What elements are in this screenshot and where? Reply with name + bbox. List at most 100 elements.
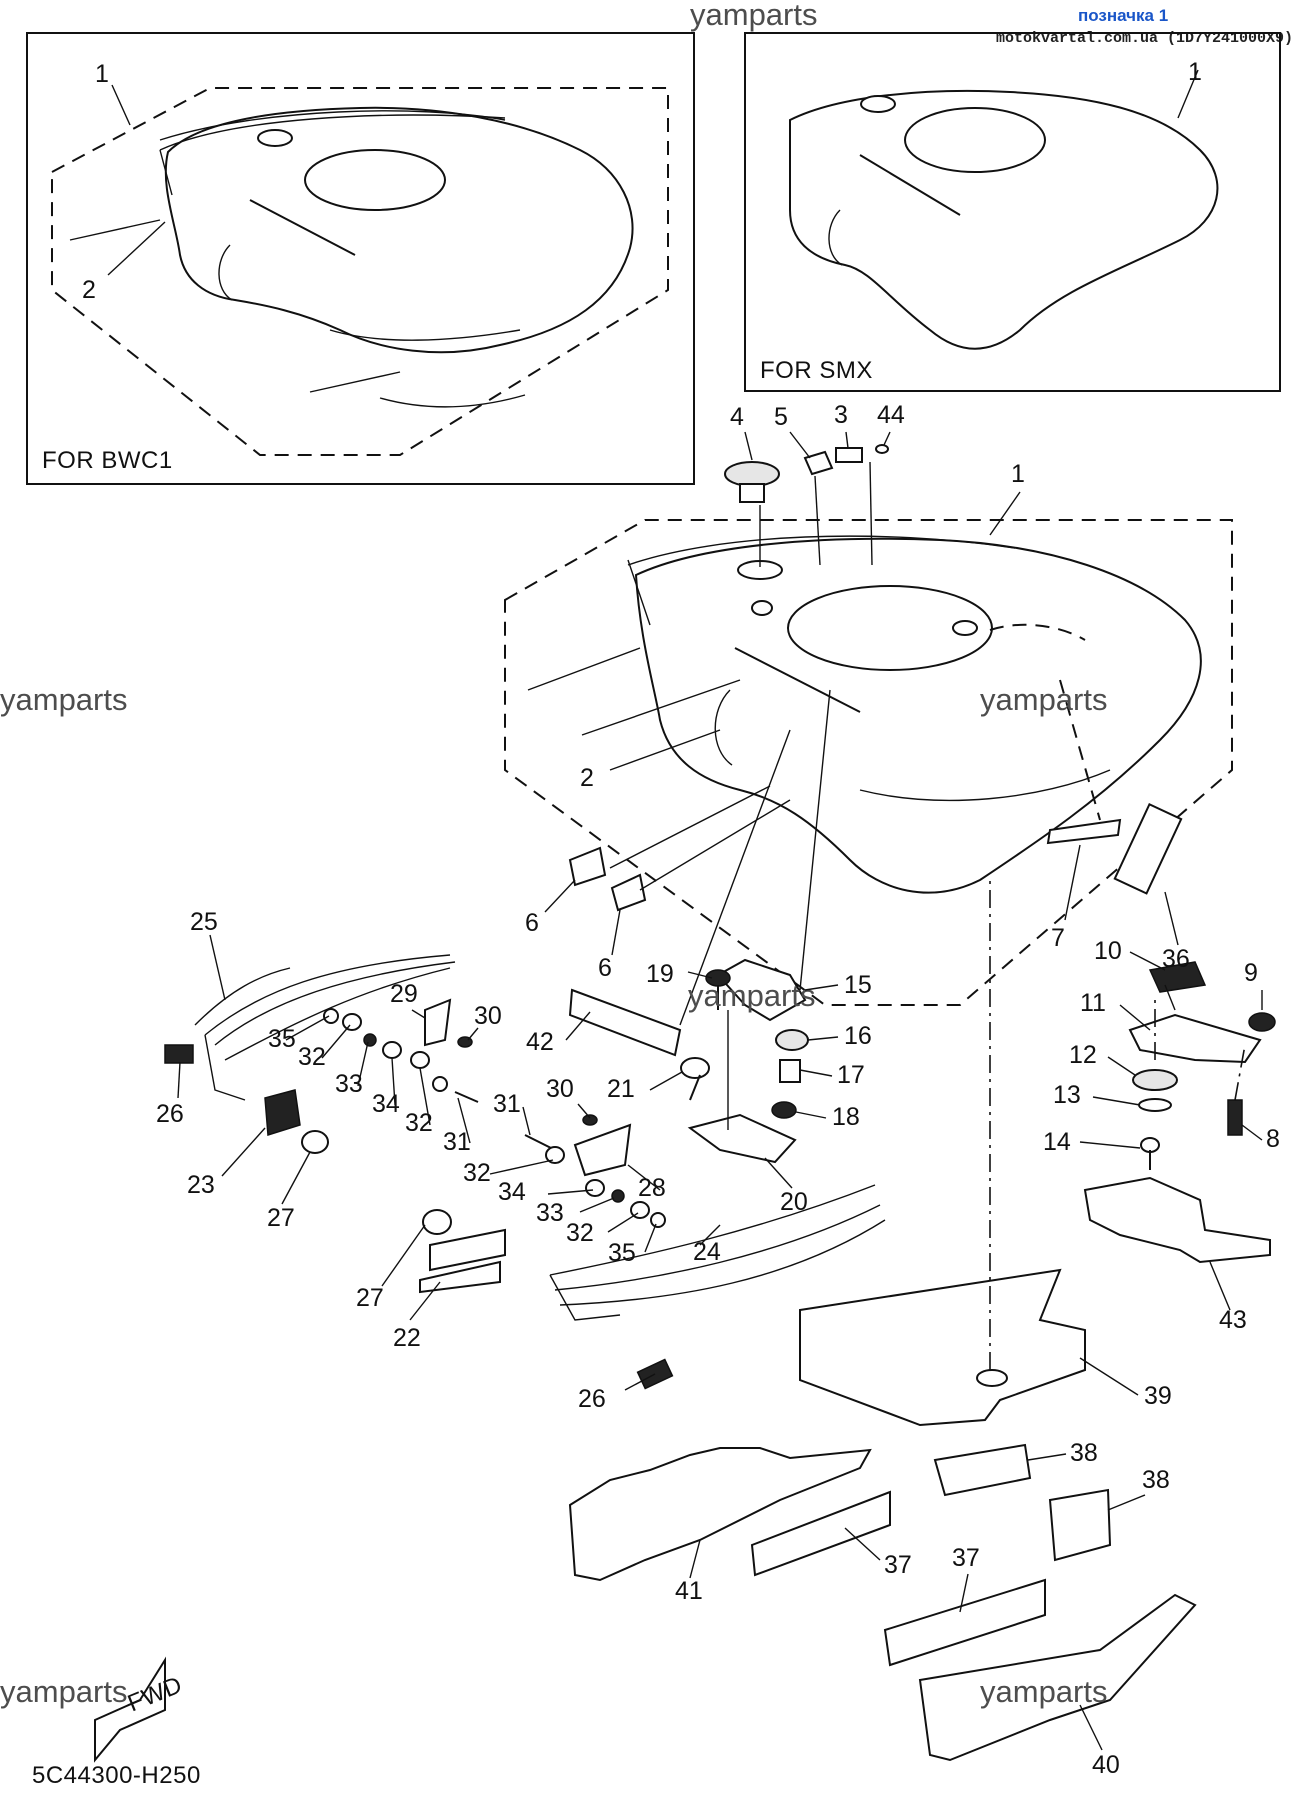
leader-2: [609, 729, 721, 771]
right-side-parts: [1083, 961, 1276, 1264]
callout-23: 23: [187, 1171, 215, 1199]
leader-7: [1064, 844, 1081, 921]
collar-27b: [422, 1209, 452, 1235]
leader-27b: [381, 1224, 426, 1287]
main-tank-emblem: [714, 689, 733, 766]
inset-smx-bracket: [859, 154, 961, 216]
callout-34a: 34: [372, 1090, 400, 1118]
leader-13: [1092, 1096, 1141, 1106]
callout-20: 20: [780, 1188, 808, 1216]
callout-38a: 38: [1070, 1439, 1098, 1467]
bolt-21-shank: [689, 1074, 701, 1101]
callout-34b: 34: [498, 1178, 526, 1206]
pad-6a: [568, 846, 607, 887]
leader-18: [795, 1111, 827, 1119]
leader-24: [699, 1224, 721, 1246]
callout-3: 3: [834, 401, 848, 429]
cover-strip-25-end: [204, 1034, 246, 1101]
pad-42-line: [679, 729, 791, 1026]
leader-22: [409, 1281, 441, 1321]
leader-35a: [285, 1015, 330, 1041]
callout-24: 24: [693, 1238, 721, 1266]
callout-35b: 35: [608, 1239, 636, 1267]
callout-19: 19: [646, 960, 674, 988]
stay-22: [429, 1228, 506, 1272]
inset-bwc1-stripe-top: [159, 114, 506, 151]
leader-16: [807, 1036, 839, 1041]
pad-42: [568, 988, 682, 1057]
inset-bwc1-dash-box: [51, 87, 669, 456]
inset-smx-caption: FOR SMX: [760, 357, 873, 384]
callout-7: 7: [1051, 924, 1065, 952]
leader-5: [789, 431, 811, 459]
callout-26b: 26: [578, 1385, 606, 1413]
leader-23: [221, 1127, 266, 1177]
callout-42: 42: [526, 1028, 554, 1056]
label-axis: [869, 461, 873, 566]
pad-40: [918, 1593, 1197, 1762]
main-tank-small-hole: [751, 600, 773, 616]
callout-11: 11: [1080, 989, 1106, 1017]
leader-6a: [544, 879, 576, 913]
bracket-11: [1128, 1013, 1262, 1064]
leader-33b: [579, 1197, 615, 1213]
leader-26a: [177, 1061, 181, 1099]
watermark-bottom-right: yamparts: [980, 1674, 1107, 1709]
leader-10: [1129, 951, 1166, 971]
leader-21: [649, 1071, 683, 1091]
cover-strip-25c: [224, 967, 451, 1061]
bolt-8: [1227, 1099, 1243, 1136]
inset-bwc1-tank: [164, 106, 634, 354]
leader-32d: [607, 1212, 639, 1233]
inset-bwc1-emblem: [218, 244, 233, 301]
inset-smx-callout-1: 1: [1188, 58, 1202, 86]
fwd-arrow-shape: [94, 1656, 166, 1763]
inset-bwc1-cap-ring: [257, 129, 293, 147]
callout-21: 21: [607, 1075, 635, 1103]
bracket-43: [1083, 1176, 1271, 1264]
washer-32d: [545, 1146, 565, 1164]
callout-40: 40: [1092, 1751, 1120, 1779]
cover-strip-25a: [204, 954, 451, 1036]
cover-strip-25d: [194, 967, 291, 1026]
pad-41: [568, 1447, 872, 1582]
callout-12: 12: [1069, 1041, 1097, 1069]
rear-mount-to-tank: [799, 689, 831, 991]
callout-29: 29: [390, 980, 418, 1008]
cover-strip-24-end: [549, 1274, 621, 1321]
inset-bwc1-leader-a: [69, 219, 161, 241]
pad-parts: [568, 729, 1183, 1057]
callout-1: 1: [1011, 460, 1025, 488]
inset-bwc1-callout-2: 2: [82, 276, 96, 304]
callout-17: 17: [837, 1061, 865, 1089]
heat-shield-39: [799, 1268, 1086, 1427]
bolt-8-axis: [1234, 1044, 1246, 1101]
inset-bwc1-lower-stripe: [329, 329, 521, 341]
washer-32c: [432, 1076, 448, 1092]
main-tank-hole: [952, 620, 978, 636]
stay-22b: [419, 1260, 501, 1294]
collar-27a: [301, 1130, 329, 1154]
pad-37b: [883, 1578, 1046, 1667]
callout-44: 44: [877, 401, 905, 429]
bracket-20: [687, 1113, 797, 1164]
washer-32a: [342, 1013, 362, 1031]
inset-smx: 1 FOR SMX: [744, 32, 1281, 392]
leader-8: [1241, 1124, 1263, 1141]
main-tank-group: [504, 519, 1233, 1006]
screw-30b: [582, 1114, 598, 1126]
main-tank-lower-stripe: [859, 769, 1111, 802]
grommet-34b: [585, 1179, 605, 1197]
inset-smx-cap-ring: [860, 95, 896, 113]
leader-39: [1079, 1357, 1139, 1396]
cover-strip-24b: [554, 1204, 881, 1291]
leader-37a: [844, 1527, 881, 1561]
label-3: [835, 447, 863, 463]
callout-13: 13: [1053, 1081, 1081, 1109]
watermark-center: yamparts: [688, 978, 815, 1013]
main-tank-hidden-line: [1059, 679, 1101, 821]
callout-27b: 27: [356, 1284, 384, 1312]
washer-35a: [323, 1008, 339, 1024]
